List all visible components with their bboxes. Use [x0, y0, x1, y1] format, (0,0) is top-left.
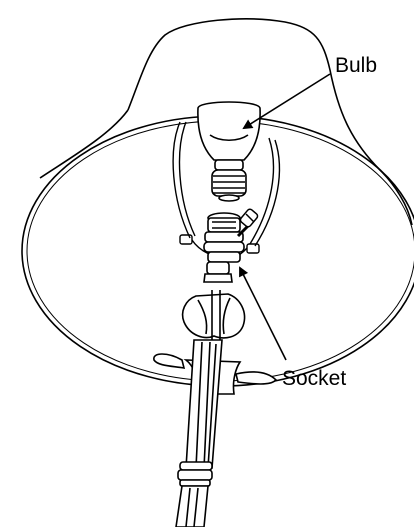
bulb-neck — [215, 160, 243, 170]
socket-label: Socket — [282, 367, 346, 390]
bulb-base — [212, 170, 246, 196]
bulb — [198, 102, 260, 201]
shade-left-flare — [40, 110, 128, 178]
switch-knob — [238, 208, 259, 236]
socket-leader-line — [240, 268, 286, 360]
bulb-glass — [198, 102, 260, 160]
shade-right-flare — [380, 170, 412, 225]
bulb-label: Bulb — [335, 54, 377, 77]
bulb-leader-line — [244, 74, 330, 128]
socket — [204, 213, 244, 262]
